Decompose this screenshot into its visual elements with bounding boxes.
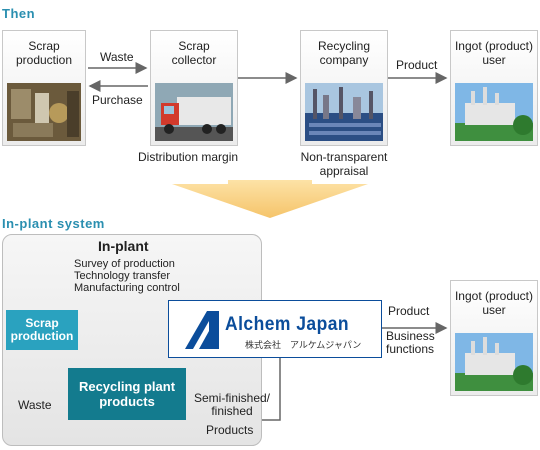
recycling-company-label: Recycling company [317, 39, 371, 67]
scrap-collector-label: Scrap collector [171, 39, 217, 67]
inplant-product-label: Product [388, 304, 430, 318]
recycling-company-node: Recycling company [300, 30, 388, 146]
task-technology-transfer: Technology transfer [74, 270, 170, 282]
semi-finished-label: Semi-finished/ finished [193, 391, 271, 418]
transition-arrow-icon [172, 180, 368, 218]
scrap-production-node: Scrap production [2, 30, 86, 146]
business-functions-label: Business functions [386, 329, 435, 356]
inplant-ingot-user-node: Ingot (product) user [450, 280, 538, 396]
task-manufacturing-control: Manufacturing control [74, 282, 180, 294]
then-section-title: Then [2, 6, 36, 21]
purchase-label: Purchase [92, 93, 143, 107]
truck-photo [155, 83, 233, 141]
company-subname: 株式会社 アルケムジャパン [245, 340, 362, 350]
inplant-ingot-user-label: Ingot (product) user [454, 289, 534, 317]
recycling-plant-products-box: Recycling plant products [68, 368, 186, 420]
inplant-waste-label: Waste [18, 398, 52, 412]
scrap-production-label: Scrap production [15, 39, 73, 67]
inplant-task-list: Survey of production Technology transfer… [74, 258, 180, 294]
task-survey: Survey of production [74, 258, 175, 270]
inplant-scrap-production-box: Scrap production [6, 310, 78, 350]
inplant-title: In-plant [98, 238, 149, 254]
company-name: Alchem Japan [225, 314, 350, 335]
factory-photo [455, 83, 533, 141]
non-transparent-appraisal-label: Non-transparent appraisal [300, 150, 388, 178]
ingot-user-label: Ingot (product) user [454, 39, 534, 67]
product-label: Product [396, 58, 438, 72]
inplant-section-title: In-plant system [2, 216, 105, 231]
alchem-japan-logo-box: Alchem Japan 株式会社 アルケムジャパン [168, 300, 382, 358]
ingot-user-node: Ingot (product) user [450, 30, 538, 146]
scrap-production-photo [7, 83, 81, 141]
inplant-factory-photo [455, 333, 533, 391]
refinery-photo [305, 83, 383, 141]
products-label: Products [206, 423, 254, 437]
waste-label: Waste [100, 50, 134, 64]
scrap-collector-node: Scrap collector [150, 30, 238, 146]
alchem-japan-logo-icon [185, 311, 219, 349]
distribution-margin-label: Distribution margin [138, 150, 239, 164]
